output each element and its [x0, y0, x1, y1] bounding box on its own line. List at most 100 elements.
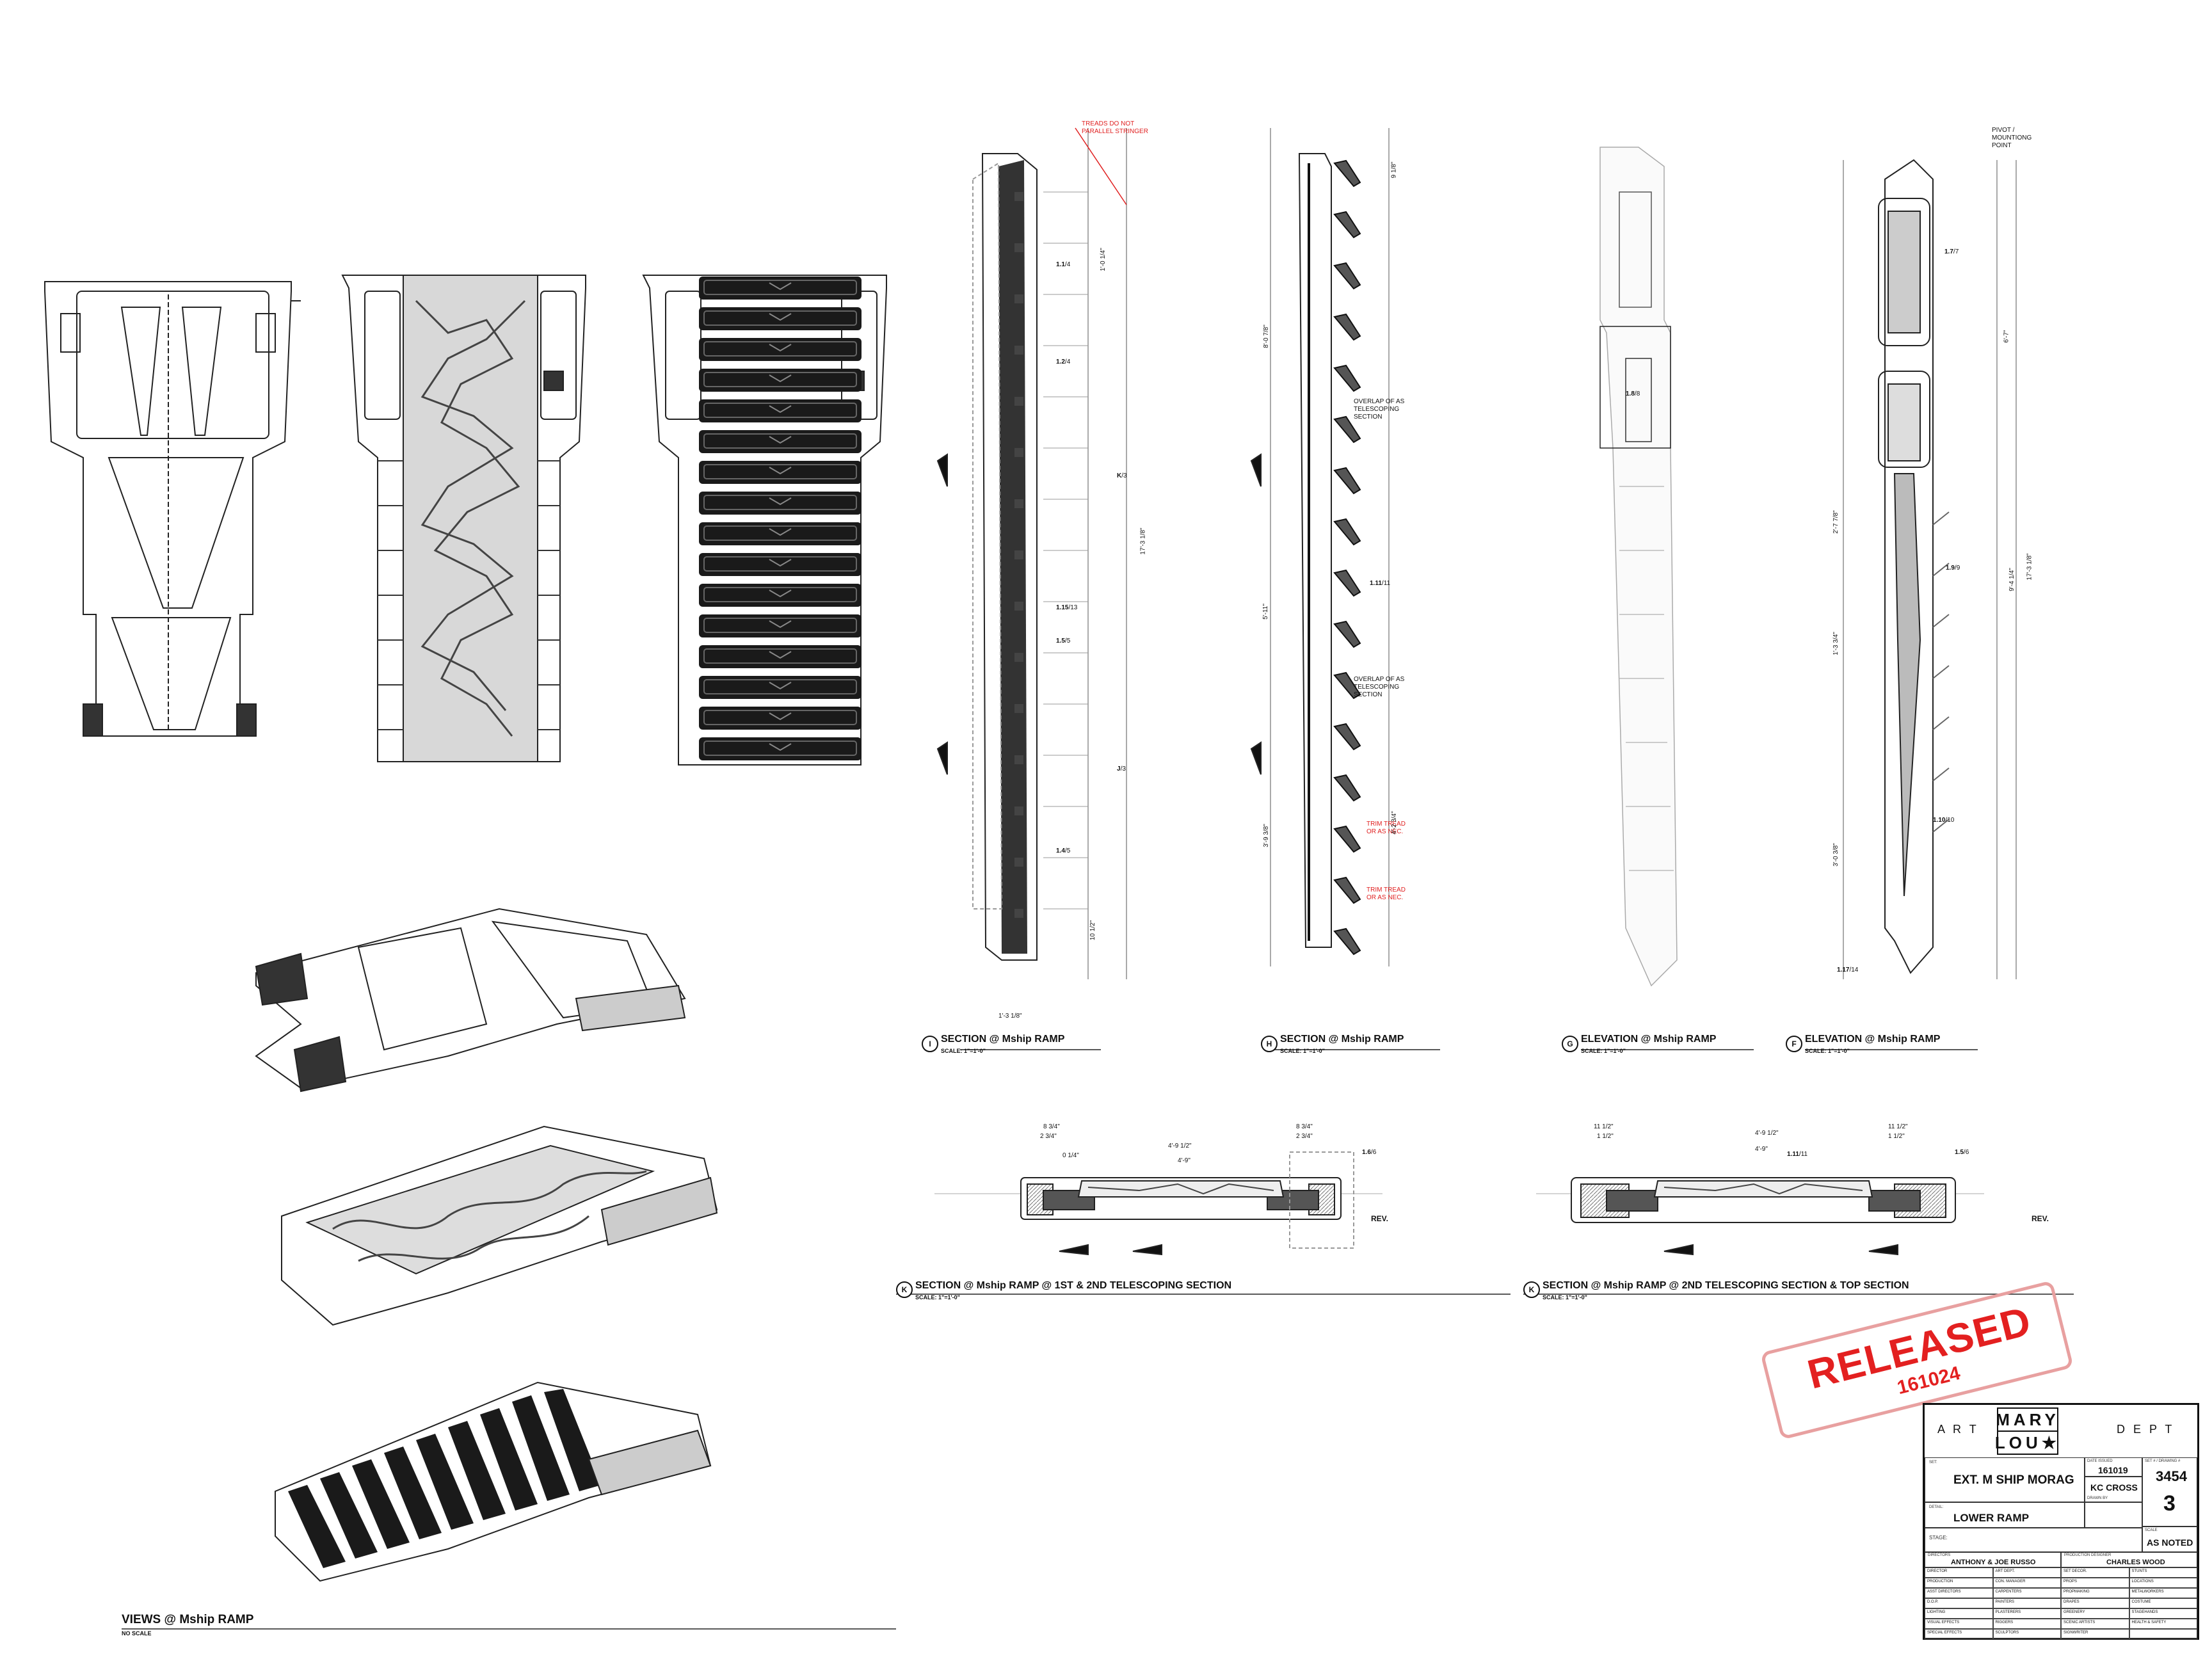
callout-1-11-k: 1.11/11	[1787, 1151, 1808, 1158]
callout-1-5-k: 1.5/6	[1955, 1149, 1969, 1156]
dept-grid-cell: STAGEHANDS	[2129, 1608, 2197, 1619]
section-k1-drawing	[896, 1151, 1511, 1295]
mary-lou-logo: MARY LOU★	[1995, 1407, 2058, 1455]
dim-k1-left2: 2 3/4"	[1040, 1133, 1057, 1140]
dim-f-left1: 2'-7 7/8"	[1832, 510, 1839, 534]
callout-1-9: 1.9/9	[1946, 565, 1960, 572]
dim-i-bottom: 1'-3 1/8"	[998, 1013, 1022, 1020]
elevation-g-bubble: G	[1562, 1036, 1578, 1052]
callout-1-15: 1.15/13	[1056, 604, 1078, 611]
dept-grid-cell: COSTUME	[2129, 1598, 2197, 1608]
note-pivot: PIVOT / MOUNTIONG POINT	[1992, 127, 2032, 149]
dept-grid-cell: ASST DIRECTORS	[1925, 1588, 1993, 1598]
dim-k2-right: 11 1/2"	[1888, 1123, 1908, 1130]
section-i-title: SECTION @ Mship RAMP	[941, 1034, 1065, 1045]
drawn-value: KC CROSS	[2090, 1482, 2138, 1493]
elevation-f-scale: SCALE: 1"=1'-0"	[1805, 1048, 1850, 1054]
scale-value: AS NOTED	[2147, 1537, 2193, 1548]
iso-view-2	[281, 1125, 718, 1326]
date-cell: DATE ISSUED 161019	[2085, 1457, 2142, 1477]
callout-1-2: 1.2/4	[1056, 358, 1071, 365]
callout-1-5: 1.5/5	[1056, 637, 1071, 645]
plan-view-1	[44, 281, 301, 737]
dim-k1-width: 4'-9 1/2"	[1168, 1142, 1192, 1150]
elevation-f-title: ELEVATION @ Mship RAMP	[1805, 1034, 1941, 1045]
callout-1-17: 1.17/14	[1837, 966, 1859, 974]
dim-k1-left: 8 3/4"	[1043, 1123, 1060, 1130]
dim-overall-i: 17'-3 1/8"	[1139, 527, 1147, 555]
note-overlap-1: OVERLAP OF AS TELESCOPING SECTION	[1354, 398, 1405, 421]
dept-grid-cell: SCULPTORS	[1992, 1629, 2061, 1639]
iso-view-1	[255, 908, 686, 1093]
dim-k2-left2: 1 1/2"	[1597, 1133, 1614, 1140]
drawing-number: 3	[2163, 1491, 2176, 1516]
section-i-drawing	[936, 128, 1127, 1050]
dim-h-mid: 5'-11"	[1262, 604, 1269, 620]
section-h-bubble: H	[1261, 1036, 1278, 1052]
detail-value: LOWER RAMP	[1953, 1512, 2030, 1524]
section-k2-drawing	[1523, 1177, 2074, 1295]
pd-value: CHARLES WOOD	[2106, 1559, 2165, 1566]
rev-label-1: REV.	[1371, 1214, 1388, 1223]
logo-bottom: LOU★	[1995, 1432, 2058, 1455]
callout-j-i: J/3	[1117, 765, 1126, 773]
callout-1-4: 1.4/5	[1056, 847, 1071, 854]
date-value: 161019	[2098, 1465, 2128, 1475]
dept-grid-cell: PROPMAKING	[2061, 1588, 2129, 1598]
stage-cell: STAGE:	[1925, 1528, 2142, 1552]
dim-k1-gap: 0 1/4"	[1062, 1152, 1079, 1159]
dept-grid-cell: CON. MANAGER	[1992, 1578, 2061, 1588]
callout-1-8: 1.8/8	[1626, 390, 1640, 397]
dim-h-upper: 8'-0 7/8"	[1262, 325, 1270, 348]
callout-1-11-h: 1.11/11	[1370, 580, 1391, 587]
scale-cell: SCALE AS NOTED	[2142, 1527, 2197, 1552]
section-h-drawing	[1250, 128, 1440, 1050]
dim-k2-left: 11 1/2"	[1594, 1123, 1614, 1130]
dept-grid-cell: SCENIC ARTISTS	[2061, 1619, 2129, 1629]
title-block: A R T MARY LOU★ D E P T SET: EXT. M SHIP…	[1923, 1403, 2199, 1640]
note-treads: TREADS DO NOT PARALLEL STRINGER	[1082, 120, 1148, 135]
section-i-bubble: I	[922, 1036, 938, 1052]
dim-riser: 1'-0 1/4"	[1099, 248, 1107, 271]
set-cell: SET: EXT. M SHIP MORAG	[1925, 1457, 2085, 1502]
views-title: VIEWS @ Mship RAMP	[122, 1613, 254, 1626]
dim-h-top: 9 1/8"	[1390, 161, 1398, 179]
dim-h-right: 4'-2 3/4"	[1390, 811, 1398, 835]
elevation-f-bubble: F	[1786, 1036, 1802, 1052]
section-k2-scale: SCALE: 1"=1'-0"	[1543, 1294, 1587, 1301]
rev-label-2: REV.	[2032, 1214, 2049, 1223]
iso-view-3	[275, 1381, 712, 1582]
section-k2-title: SECTION @ Mship RAMP @ 2ND TELESCOPING S…	[1543, 1280, 1909, 1291]
plan-view-2	[341, 275, 586, 762]
dim-k1-right2: 2 3/4"	[1296, 1133, 1313, 1140]
section-k1-bubble: K	[896, 1281, 913, 1298]
set-number-cell: SET # / DRAWING # 3454 3	[2142, 1457, 2197, 1527]
dept-label: D E P T	[2117, 1423, 2175, 1436]
dept-grid-cell: PAINTERS	[1992, 1598, 2061, 1608]
section-h-scale: SCALE: 1"=1'-0"	[1280, 1048, 1325, 1054]
dept-grid-cell: CARPENTERS	[1992, 1588, 2061, 1598]
dept-grid-cell: VISUAL EFFECTS	[1925, 1619, 1993, 1629]
dept-grid-cell: PLASTERERS	[1992, 1608, 2061, 1619]
dept-grid-cell: PROPS	[2061, 1578, 2129, 1588]
callout-1-6: 1.6/6	[1362, 1149, 1377, 1156]
drawn-cell: DRAWN BY KC CROSS	[2085, 1477, 2142, 1502]
elevation-g-scale: SCALE: 1"=1'-0"	[1581, 1048, 1626, 1054]
dept-grid-cell: DIRECTOR	[1925, 1567, 1993, 1578]
dim-k2-right2: 1 1/2"	[1888, 1133, 1905, 1140]
dim-k1-right: 8 3/4"	[1296, 1123, 1313, 1130]
detail-cell: DETAIL: LOWER RAMP	[1925, 1502, 2085, 1528]
directors-cell: DIRECTORS ANTHONY & JOE RUSSO	[1925, 1552, 2061, 1567]
dept-grid-cell: HEALTH & SAFETY	[2129, 1619, 2197, 1629]
section-i-scale: SCALE: 1"=1'-0"	[941, 1048, 986, 1054]
dept-grid-cell: SET DECOR.	[2061, 1567, 2129, 1578]
dim-f-left2: 1'-3 3/4"	[1832, 632, 1839, 655]
section-k1-scale: SCALE: 1"=1'-0"	[915, 1294, 960, 1301]
dept-grid-cell	[2129, 1629, 2197, 1639]
dim-f-top: 6'-7"	[2003, 330, 2010, 343]
dim-overall-f: 17'-3 1/8"	[2026, 553, 2033, 581]
dept-grid-cell: D.O.P.	[1925, 1598, 1993, 1608]
dept-grid-cell: LOCATIONS	[2129, 1578, 2197, 1588]
dim-f-right: 9'-4 1/4"	[2008, 568, 2016, 591]
